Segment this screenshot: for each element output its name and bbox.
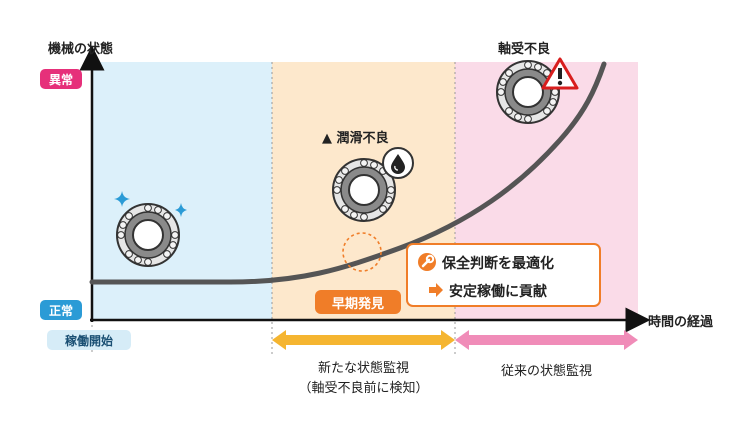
start-label: 稼働開始	[64, 334, 113, 348]
normal-label: 正常	[48, 304, 73, 318]
conventional-monitoring-label: 従来の状態監視	[500, 364, 592, 379]
arrow-right-icon	[429, 283, 443, 297]
conventional-monitoring-arrow	[455, 330, 638, 350]
new-monitoring-note: （軸受不良前に検知）	[298, 381, 429, 396]
normal-tag	[40, 300, 82, 320]
new-monitoring-label: 新たな状態監視	[317, 361, 409, 376]
sparkle-icon	[114, 191, 130, 207]
bearing-icon	[332, 158, 396, 222]
sparkle-icon	[175, 203, 187, 217]
zone-normal	[92, 62, 272, 319]
new-monitoring-arrow	[272, 330, 455, 350]
degradation-curve	[89, 61, 607, 285]
start-tag	[47, 330, 131, 350]
early-detection-badge	[315, 290, 401, 314]
x-axis-label: 時間の経過	[648, 315, 714, 330]
benefit-box	[406, 243, 601, 307]
benefit-line-1: 保全判断を最適化	[442, 256, 554, 272]
wrench-icon	[418, 253, 436, 271]
warning-icon	[541, 57, 579, 90]
benefit-line-2: 安定稼働に貢献	[449, 284, 547, 300]
abnormal-label: 異常	[48, 73, 73, 87]
early-detection-marker	[342, 232, 382, 272]
bearing-icon	[116, 203, 180, 267]
bearing-icon	[496, 60, 560, 124]
abnormal-tag	[40, 69, 82, 89]
early-detection-label: 早期発見	[331, 297, 384, 312]
y-axis-label: 機械の状態	[48, 42, 114, 57]
oil-drop-icon	[382, 147, 414, 179]
bearing-failure-label: 軸受不良	[498, 42, 551, 57]
lubrication-label: ▲ 潤滑不良	[322, 131, 389, 146]
